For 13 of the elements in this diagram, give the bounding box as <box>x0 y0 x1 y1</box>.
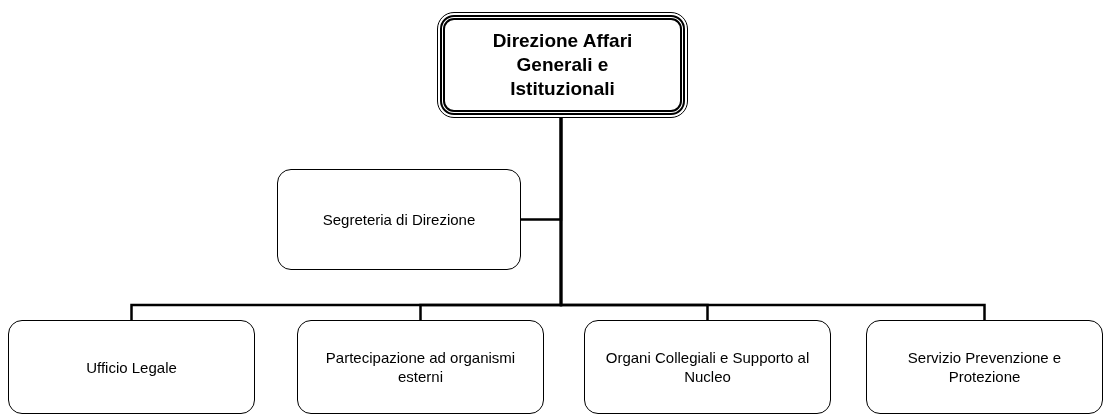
office-box <box>297 320 544 414</box>
office-box <box>277 169 521 270</box>
office-box <box>8 320 255 414</box>
office-box <box>866 320 1103 414</box>
office-name: Partecipazione ad organismi esterni <box>324 348 517 386</box>
office-box <box>584 320 831 414</box>
connector-line <box>559 118 986 320</box>
head-office-box <box>440 15 685 115</box>
office-name: Ufficio Legale <box>86 357 177 377</box>
office-name: Organi Collegiali e Supporto al Nucleo <box>604 348 811 386</box>
office-name: Segreteria di Direzione <box>322 210 476 229</box>
office-name: Servizio Prevenzione e Protezione <box>906 348 1063 386</box>
office-name: Direzione Affari Generali e Istituzionali <box>491 29 634 101</box>
